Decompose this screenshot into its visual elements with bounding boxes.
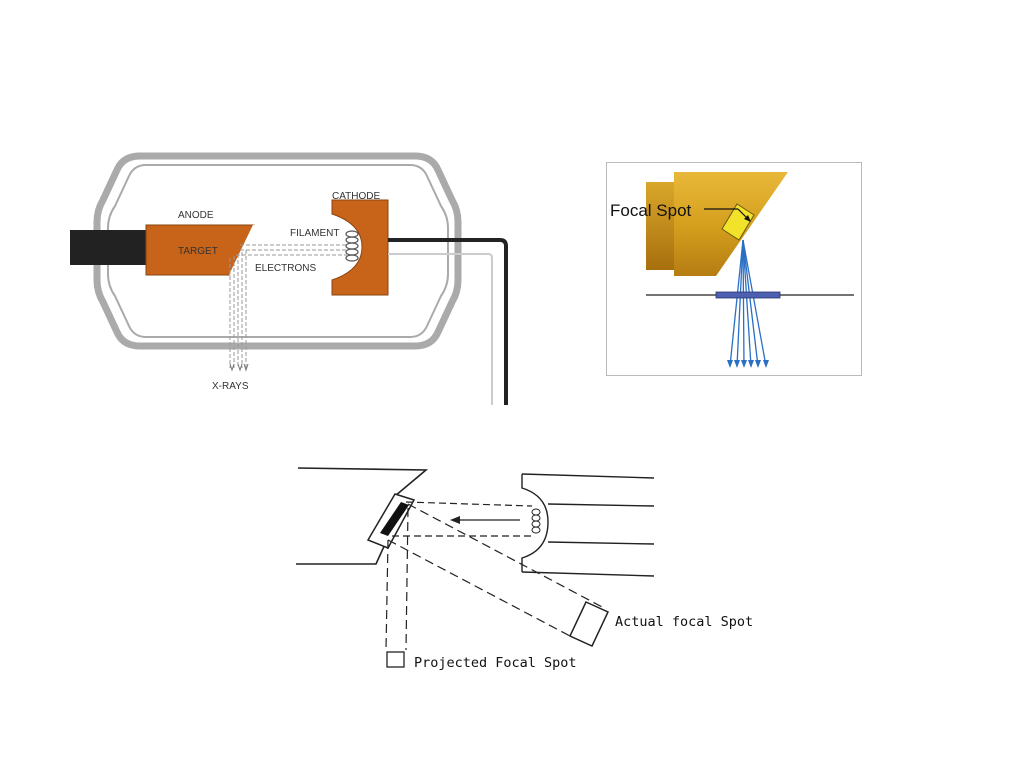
actual-spot-beam: [387, 503, 605, 637]
xray-ray-arrowheads: [727, 360, 769, 368]
anode-outline: [296, 467, 429, 565]
xrays-label: X-RAYS: [212, 381, 249, 392]
projected-spot-box: [386, 651, 405, 668]
cathode-label: CATHODE: [332, 191, 380, 202]
actual-spot-box: [568, 601, 610, 647]
xray-rays: [729, 239, 767, 367]
projected-spot-beam: [385, 507, 409, 651]
focal-spot-svg: Focal Spot: [606, 162, 862, 376]
cable-inner: [388, 253, 493, 405]
cathode-cup: [331, 199, 389, 296]
filament-label: FILAMENT: [290, 228, 339, 239]
projection-diagram: Actual focal Spot Projected Focal Spot: [290, 460, 770, 680]
filament-glyph: [531, 508, 541, 534]
anode-rod: [70, 230, 150, 265]
target-label: TARGET: [178, 246, 218, 257]
focal-spot-label: Focal Spot: [610, 201, 692, 220]
filament-coil: [345, 230, 359, 262]
electron-beam: [392, 501, 533, 537]
projected-focal-spot-label: Projected Focal Spot: [414, 655, 577, 671]
anode-back: [646, 182, 676, 270]
electrons-label: ELECTRONS: [255, 263, 316, 274]
filter-bar: [715, 291, 781, 299]
anode-label: ANODE: [178, 210, 214, 221]
focal-spot-block: [721, 203, 755, 241]
cable-outer: [388, 238, 508, 405]
projection-svg: Actual focal Spot Projected Focal Spot: [296, 467, 753, 671]
electron-arrow: [450, 516, 520, 524]
xray-tube-svg: ANODE TARGET CATHODE FILAMENT ELECTRONS …: [70, 152, 508, 405]
actual-focal-spot-label: Actual focal Spot: [615, 614, 753, 630]
electron-beam: [236, 244, 347, 256]
xray-arrowheads: [229, 363, 249, 372]
xray-tube-diagram: ANODE TARGET CATHODE FILAMENT ELECTRONS …: [60, 150, 520, 405]
focal-spot-arrowhead: [744, 215, 751, 222]
cathode-outline: [521, 473, 655, 577]
target-black-strip: [380, 502, 409, 536]
xray-beam: [229, 250, 247, 368]
focal-spot-diagram: Focal Spot: [606, 162, 862, 376]
